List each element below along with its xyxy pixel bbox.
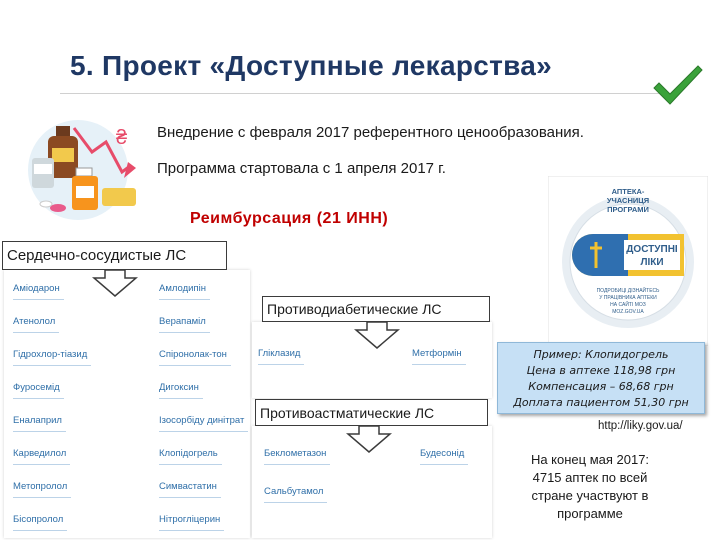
program-pharmacy-badge: АПТЕКА- УЧАСНИЦЯ ПРОГРАМИ ДОСТУПНІ ЛІКИ …	[548, 176, 708, 346]
drug-link[interactable]: Метформін	[412, 348, 466, 365]
drug-link[interactable]: Будесонід	[420, 448, 469, 465]
note-line: стране участвуют в	[531, 488, 649, 503]
drug-link[interactable]: Атенолол	[13, 316, 60, 333]
drug-link[interactable]: Симвастатин	[159, 481, 221, 498]
drug-link[interactable]: Гідрохлор-тіазид	[13, 349, 92, 366]
diabetes-group-label: Противодиабетические ЛС	[262, 296, 490, 322]
reimbursement-heading: Реимбурсация (21 ИНН)	[190, 210, 389, 227]
checkmark-icon	[653, 65, 703, 105]
asthma-group-label: Противоастматические ЛС	[255, 399, 488, 426]
badge-ring-text-2: УЧАСНИЦЯ	[607, 196, 649, 205]
price-example-box: Пример: Клопидогрель Цена в аптеке 118,9…	[497, 342, 705, 414]
drug-link[interactable]: Сальбутамол	[264, 486, 328, 503]
badge-fine-print-4: MOZ.GOV.UA	[612, 309, 644, 315]
drug-link[interactable]: Нітрогліцерин	[159, 514, 225, 531]
down-arrow-icon	[354, 322, 400, 349]
intro-line-referencing: Внедрение с февраля 2017 референтного це…	[157, 124, 584, 141]
drug-link[interactable]: Аміодарон	[13, 283, 64, 300]
drug-link[interactable]: Бісопролол	[13, 514, 68, 531]
drug-link[interactable]: Еналаприл	[13, 415, 66, 432]
drug-link[interactable]: Беклометазон	[264, 448, 331, 465]
drug-link[interactable]: Гліклазид	[258, 348, 305, 365]
drug-link[interactable]: Клопідогрель	[159, 448, 222, 465]
note-line: На конец мая 2017:	[530, 452, 650, 467]
badge-fine-print-3: НА САЙТІ МОЗ	[610, 300, 646, 308]
drug-link[interactable]: Фуросемід	[13, 382, 64, 399]
drug-link[interactable]: Верапаміл	[159, 316, 210, 333]
example-copay: Доплата пациентом 51,30 грн	[513, 396, 689, 409]
pharmacy-count-note: На конец мая 2017: 4715 аптек по всей ст…	[505, 451, 675, 523]
intro-line-start-date: Программа стартовала с 1 апреля 2017 г.	[157, 160, 446, 177]
example-compensation: Компенсация – 68,68 грн	[528, 380, 674, 393]
badge-ring-text-3: ПРОГРАМИ	[607, 205, 649, 214]
down-arrow-icon	[92, 270, 138, 297]
medicine-illustration: ₴	[28, 120, 136, 220]
badge-logo-line-2: ЛІКИ	[640, 257, 663, 268]
slide-title: 5. Проект «Доступные лекарства»	[70, 50, 553, 81]
cardio-group-label: Сердечно-сосудистые ЛС	[2, 241, 227, 270]
cardio-drug-list: Аміодарон Амлодипін Атенолол Верапаміл Г…	[4, 270, 250, 538]
drug-link[interactable]: Спіронолак-тон	[159, 349, 231, 366]
example-price: Цена в аптеке 118,98 грн	[526, 364, 676, 377]
badge-ring-text-1: АПТЕКА-	[612, 187, 645, 196]
down-arrow-icon	[346, 426, 392, 453]
drug-link[interactable]: Ізосорбіду динітрат	[159, 415, 249, 432]
drug-link[interactable]: Амлодипін	[159, 283, 210, 300]
badge-logo-line-1: ДОСТУПНІ	[626, 244, 678, 255]
badge-fine-print-1: ПОДРОБИЦІ ДІЗНАЙТЕСЬ	[597, 286, 661, 294]
trident-icon	[590, 242, 602, 268]
drug-link[interactable]: Метопролол	[13, 481, 72, 498]
badge-fine-print-2: У ПРАЦІВНИКА АПТЕКИ	[599, 295, 657, 301]
svg-text:₴: ₴	[116, 127, 127, 149]
example-drug: Пример: Клопидогрель	[533, 348, 669, 361]
note-line: программе	[557, 506, 623, 521]
drug-link[interactable]: Карведилол	[13, 448, 71, 465]
drug-link[interactable]: Дигоксин	[159, 382, 203, 399]
title-divider	[60, 93, 660, 94]
note-line: 4715 аптек по всей	[532, 470, 648, 485]
source-link[interactable]: http://liky.gov.ua/	[598, 420, 683, 432]
